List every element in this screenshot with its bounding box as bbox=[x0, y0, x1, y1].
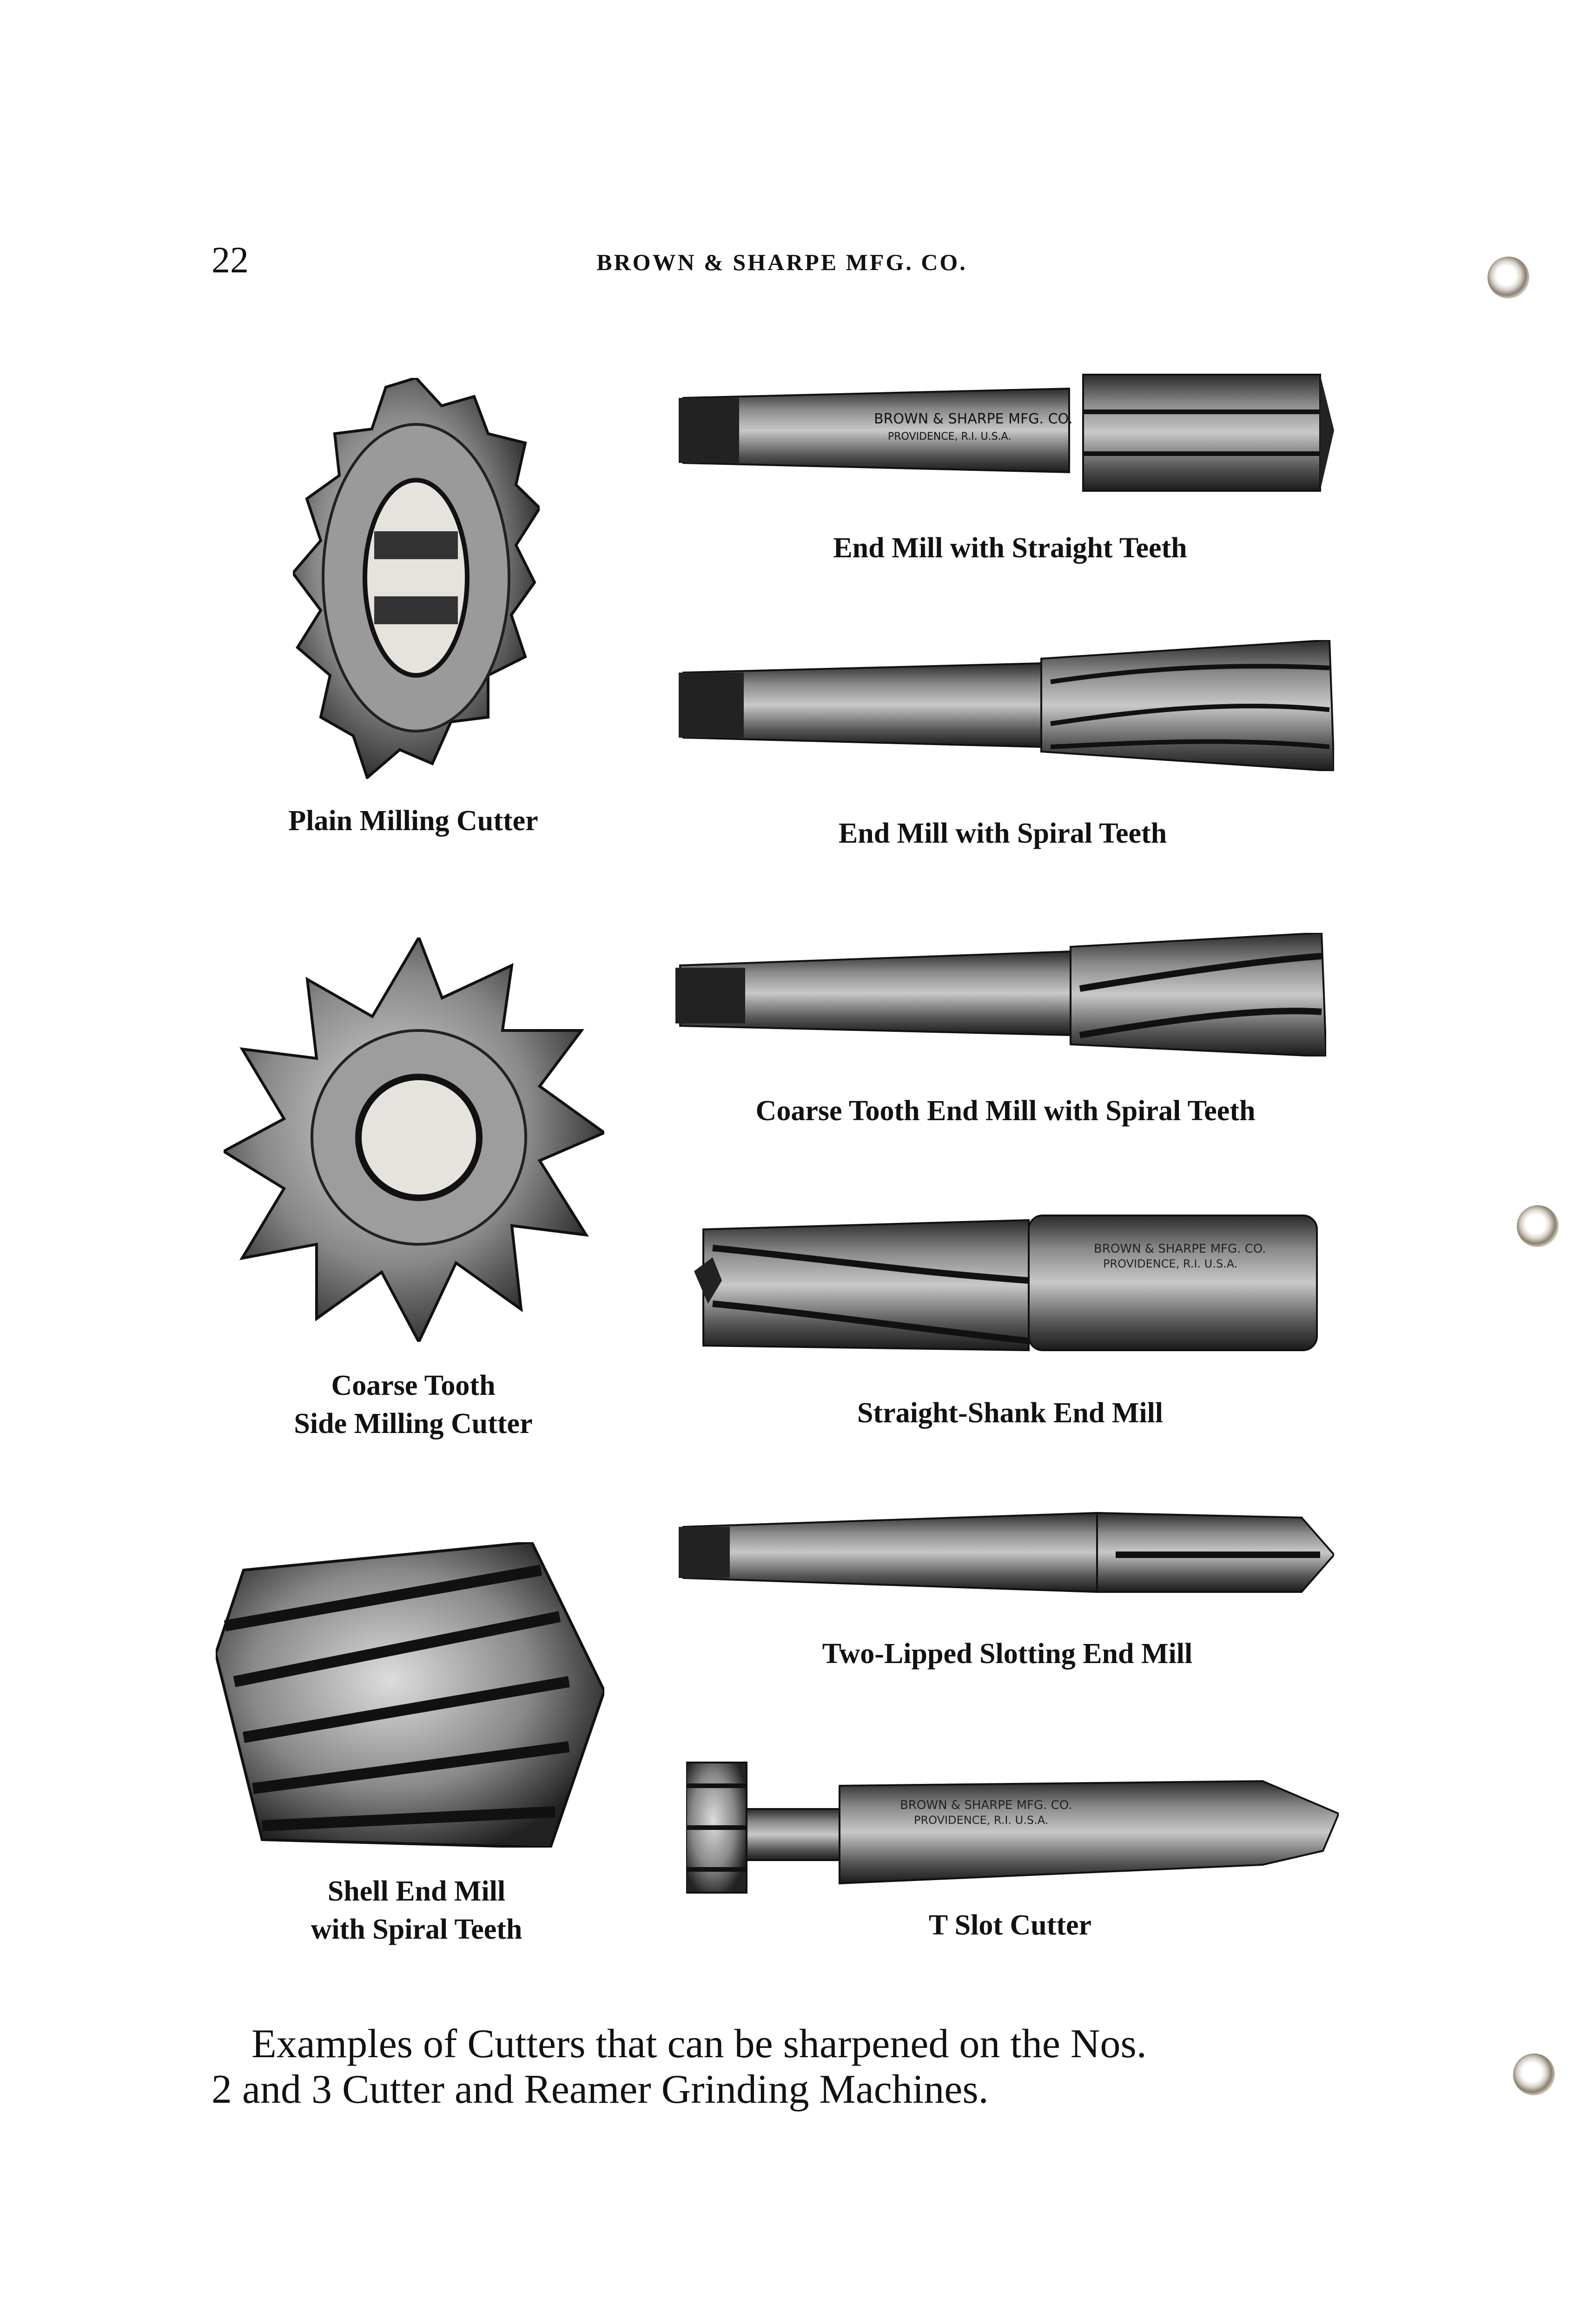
tool-marking-location: PROVIDENCE, R.I. U.S.A. bbox=[914, 1814, 1048, 1827]
caption-side-milling-cutter-line2: Side Milling Cutter bbox=[294, 1408, 533, 1439]
tool-marking-location: PROVIDENCE, R.I. U.S.A. bbox=[1103, 1257, 1237, 1270]
binder-hole bbox=[1513, 2053, 1555, 2095]
caption-coarse-tooth-end-mill: Coarse Tooth End Mill with Spiral Teeth bbox=[755, 1095, 1256, 1127]
coarse-tooth-end-mill-illustration bbox=[675, 933, 1326, 1056]
end-mill-straight-teeth-illustration: BROWN & SHARPE MFG. CO. PROVIDENCE, R.I.… bbox=[679, 374, 1334, 492]
body-text-line1: Examples of Cutters that can be sharpene… bbox=[251, 2021, 1147, 2067]
caption-end-mill-spiral-teeth: End Mill with Spiral Teeth bbox=[838, 818, 1167, 849]
tool-marking-maker: BROWN & SHARPE MFG. CO. bbox=[1094, 1242, 1266, 1256]
caption-plain-milling-cutter: Plain Milling Cutter bbox=[288, 805, 538, 837]
shell-end-mill-illustration bbox=[216, 1542, 604, 1848]
caption-t-slot-cutter: T Slot Cutter bbox=[928, 1909, 1092, 1941]
caption-two-lipped-slotting-end-mill: Two-Lipped Slotting End Mill bbox=[822, 1638, 1193, 1670]
caption-shell-end-mill-line2: with Spiral Teeth bbox=[311, 1914, 522, 1945]
page-number: 22 bbox=[212, 240, 249, 281]
plain-milling-cutter-illustration bbox=[293, 378, 540, 779]
side-milling-cutter-illustration bbox=[224, 938, 604, 1342]
binder-hole bbox=[1517, 1205, 1559, 1247]
end-mill-spiral-teeth-illustration bbox=[679, 640, 1334, 771]
straight-shank-end-mill-illustration: BROWN & SHARPE MFG. CO. PROVIDENCE, R.I.… bbox=[694, 1215, 1318, 1352]
body-text-line2: 2 and 3 Cutter and Reamer Grinding Machi… bbox=[212, 2067, 989, 2112]
caption-side-milling-cutter-line1: Coarse Tooth bbox=[331, 1370, 496, 1401]
tool-marking-maker: BROWN & SHARPE MFG. CO. bbox=[874, 411, 1073, 427]
caption-end-mill-straight-teeth: End Mill with Straight Teeth bbox=[833, 532, 1187, 564]
tool-marking-location: PROVIDENCE, R.I. U.S.A. bbox=[888, 431, 1011, 442]
caption-straight-shank-end-mill: Straight-Shank End Mill bbox=[857, 1397, 1164, 1429]
caption-shell-end-mill-line1: Shell End Mill bbox=[327, 1875, 506, 1907]
t-slot-cutter-illustration: BROWN & SHARPE MFG. CO. PROVIDENCE, R.I.… bbox=[686, 1762, 1339, 1894]
tool-marking-maker: BROWN & SHARPE MFG. CO. bbox=[900, 1798, 1072, 1812]
two-lipped-slotting-end-mill-illustration bbox=[679, 1512, 1334, 1593]
running-header: BROWN & SHARPE MFG. CO. bbox=[596, 249, 967, 275]
binder-hole bbox=[1488, 257, 1529, 298]
